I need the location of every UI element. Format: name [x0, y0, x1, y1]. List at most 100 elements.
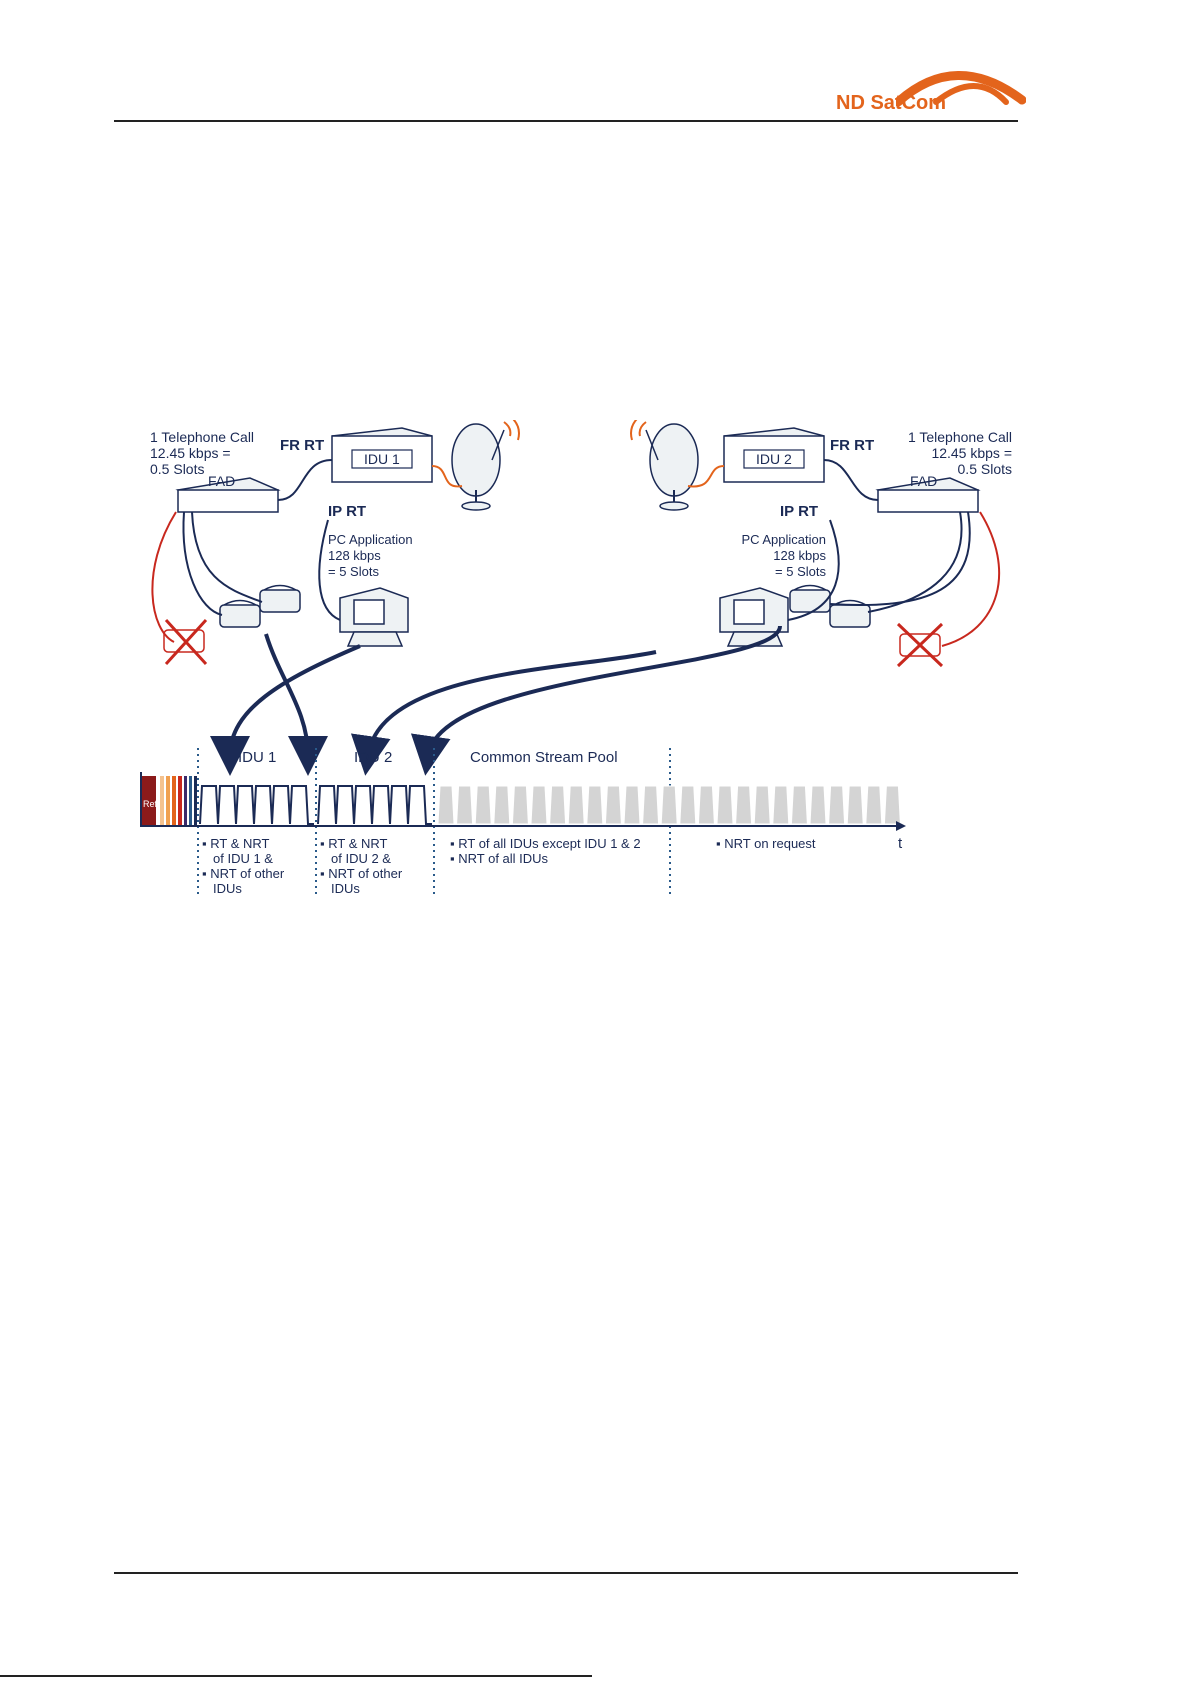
notes-pool: ▪ RT of all IDUs except IDU 1 & 2 ▪ NRT … [450, 836, 641, 866]
flow-arrows [210, 625, 782, 776]
right-call-text: 1 Telephone Call 12.45 kbps = 0.5 Slots [908, 429, 1012, 477]
svg-text:▪ RT & NRT: ▪ RT & NRT [202, 836, 270, 851]
pool-slot [586, 785, 604, 825]
svg-text:12.45 kbps =: 12.45 kbps = [931, 445, 1012, 461]
left-fr-rt-label: FR RT [280, 437, 324, 454]
pool-slot [604, 785, 622, 825]
svg-text:▪ NRT on request: ▪ NRT on request [716, 836, 816, 851]
svg-text:Common Stream Pool: Common Stream Pool [470, 749, 618, 766]
pool-slot [679, 785, 697, 825]
notes-idu2: ▪ RT & NRT of IDU 2 & ▪ NRT of other IDU… [320, 836, 403, 896]
right-fr-rt-label: FR RT [830, 437, 874, 454]
left-ip-rt-label: IP RT [328, 503, 366, 520]
idu2-label: IDU 2 [756, 451, 792, 467]
axis-label-t: t [898, 835, 903, 852]
pool-slots [437, 785, 901, 825]
right-dish-icon [630, 420, 699, 511]
svg-text:PC Application: PC Application [741, 532, 826, 547]
svg-text:0.5 Slots: 0.5 Slots [958, 461, 1012, 477]
right-dish-cable [687, 465, 725, 488]
svg-text:▪ RT & NRT: ▪ RT & NRT [320, 836, 388, 851]
svg-text:128 kbps: 128 kbps [328, 548, 381, 563]
notes-idu1: ▪ RT & NRT of IDU 1 & ▪ NRT of other IDU… [202, 836, 285, 896]
pool-slot [530, 785, 548, 825]
svg-text:IDU 1: IDU 1 [238, 749, 276, 766]
ref-label: Ref [143, 799, 158, 809]
left-call-text: 1 Telephone Call 12.45 kbps = 0.5 Slots [150, 429, 254, 477]
right-pc-text: PC Application 128 kbps = 5 Slots [741, 532, 826, 579]
pool-slot [753, 785, 771, 825]
logo-text: ND SatCom [836, 92, 947, 114]
network-diagram: 1 Telephone Call 12.45 kbps = 0.5 Slots … [140, 420, 1012, 898]
svg-text:128 kbps: 128 kbps [773, 548, 826, 563]
left-fad-device: FAD [175, 473, 281, 513]
left-cables [151, 459, 333, 643]
pool-slot [865, 785, 883, 825]
svg-text:IDUs: IDUs [213, 881, 242, 896]
right-fad-device: FAD [875, 473, 981, 513]
svg-text:12.45 kbps =: 12.45 kbps = [150, 445, 231, 461]
left-pc-cable [318, 519, 341, 621]
right-ip-rt-label: IP RT [780, 503, 818, 520]
svg-text:▪ RT of all IDUs except IDU 1: ▪ RT of all IDUs except IDU 1 & 2 [450, 836, 641, 851]
svg-text:▪ NRT of other: ▪ NRT of other [320, 866, 403, 881]
pool-slot [697, 785, 715, 825]
pool-slot [437, 785, 455, 825]
svg-text:= 5 Slots: = 5 Slots [775, 564, 826, 579]
pool-slot [474, 785, 492, 825]
svg-text:of IDU 1 &: of IDU 1 & [213, 851, 273, 866]
pool-slot [456, 785, 474, 825]
right-fad-label: FAD [910, 473, 937, 489]
right-phone-icon [789, 584, 871, 628]
time-axis-arrow-icon [896, 821, 906, 831]
svg-text:PC Application: PC Application [328, 532, 413, 547]
idu1-slots [199, 785, 314, 825]
pool-slot [493, 785, 511, 825]
header-rule [114, 120, 1018, 122]
right-pc-icon [719, 587, 789, 647]
svg-text:0.5 Slots: 0.5 Slots [150, 461, 204, 477]
svg-text:1 Telephone Call: 1 Telephone Call [150, 429, 254, 445]
pool-slot [735, 785, 753, 825]
pool-slot [623, 785, 641, 825]
company-logo: ND SatCom [836, 62, 1026, 114]
right-pc-cable [787, 519, 840, 621]
idu2-device: IDU 2 [723, 427, 825, 483]
left-dish-icon [451, 420, 520, 511]
left-pc-icon [339, 587, 409, 647]
svg-text:IDUs: IDUs [331, 881, 360, 896]
ref-block: Ref [140, 772, 197, 826]
pool-slot [549, 785, 567, 825]
pool-slot [883, 785, 901, 825]
svg-text:▪ NRT of all IDUs: ▪ NRT of all IDUs [450, 851, 549, 866]
svg-text:▪ NRT of other: ▪ NRT of other [202, 866, 285, 881]
left-dish-cable [431, 465, 463, 488]
pool-slot [846, 785, 864, 825]
pool-slot [809, 785, 827, 825]
footer-rule [114, 1572, 1018, 1574]
svg-text:IDU 2: IDU 2 [354, 749, 392, 766]
page-edge-rule [0, 1675, 592, 1677]
pool-slot [828, 785, 846, 825]
right-cables [823, 459, 1001, 647]
section-dividers [197, 748, 671, 898]
logo-arc-icon [896, 71, 1026, 107]
pool-slot [567, 785, 585, 825]
notes-request: ▪ NRT on request [716, 836, 816, 851]
idu2-slots [317, 785, 432, 825]
left-phone-icon [219, 584, 301, 628]
crossed-phone-icon [896, 622, 944, 668]
left-pc-text: PC Application 128 kbps = 5 Slots [328, 532, 413, 579]
section-labels: IDU 1 IDU 2 Common Stream Pool [238, 749, 618, 766]
pool-slot [772, 785, 790, 825]
svg-text:of IDU 2 &: of IDU 2 & [331, 851, 391, 866]
svg-text:1 Telephone Call: 1 Telephone Call [908, 429, 1012, 445]
idu1-device: IDU 1 [331, 427, 433, 483]
pool-slot [790, 785, 808, 825]
left-fad-label: FAD [208, 473, 235, 489]
crossed-phone-icon [163, 618, 208, 666]
pool-slot [660, 785, 678, 825]
svg-text:= 5 Slots: = 5 Slots [328, 564, 379, 579]
pool-slot [511, 785, 529, 825]
idu1-label: IDU 1 [364, 451, 400, 467]
